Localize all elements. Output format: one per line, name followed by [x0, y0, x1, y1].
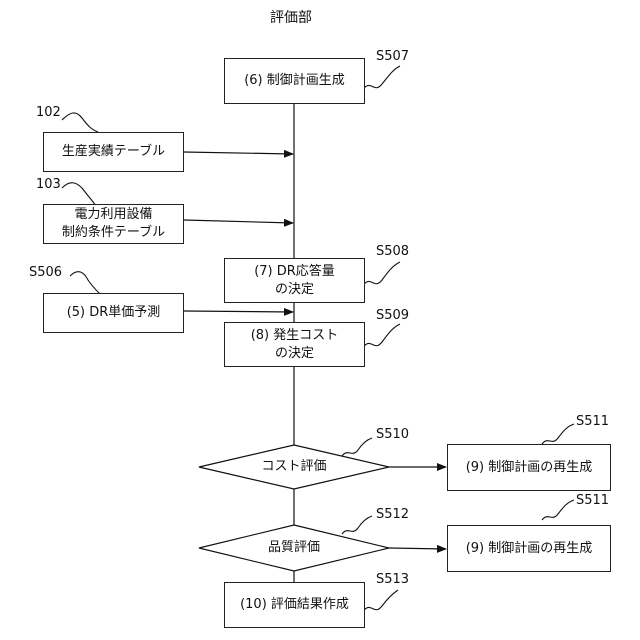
decision-label-s512: 品質評価: [229, 540, 359, 556]
leader-s511b: [542, 500, 574, 520]
process-box-s507-label: (6) 制御計画生成: [244, 72, 345, 90]
arrow-103-to-spine: [184, 220, 293, 223]
leader-s512: [342, 516, 372, 534]
table-box-102-label: 生産実績テーブル: [62, 143, 165, 161]
leader-103: [62, 183, 96, 206]
process-box-s511-lower-label: (9) 制御計画の再生成: [466, 540, 593, 558]
leader-s509: [364, 324, 400, 346]
table-box-102: 生産実績テーブル: [43, 132, 184, 172]
ref-label-s508: S508: [376, 245, 409, 259]
arrow-s506-to-spine: [184, 311, 293, 312]
process-box-s511-upper: (9) 制御計画の再生成: [447, 444, 611, 491]
ref-label-102: 102: [36, 106, 61, 120]
leader-s510: [342, 438, 372, 456]
ref-label-s512: S512: [376, 508, 409, 522]
decision-label-s510: コスト評価: [229, 459, 359, 475]
process-box-s508-label: (7) DR応答量 の決定: [254, 263, 335, 299]
leader-102: [62, 113, 98, 132]
leader-s513: [364, 590, 398, 610]
ref-label-s507: S507: [376, 50, 409, 64]
process-box-s509: (8) 発生コスト の決定: [224, 322, 365, 367]
ref-label-s509: S509: [376, 309, 409, 323]
arrow-102-to-spine: [184, 152, 293, 154]
ref-label-s511-lower: S511: [576, 494, 609, 508]
leader-s508: [364, 262, 400, 284]
process-box-s509-label: (8) 発生コスト の決定: [251, 327, 339, 363]
ref-label-s513: S513: [376, 573, 409, 587]
diagram-title: 評価部: [270, 10, 312, 26]
process-box-s506-label: (5) DR単価予測: [67, 304, 161, 322]
table-box-103: 電力利用設備 制約条件テーブル: [43, 204, 184, 244]
process-box-s506: (5) DR単価予測: [43, 293, 184, 333]
arrow-s512-to-s511: [389, 548, 446, 549]
leader-s511a: [542, 424, 574, 444]
leader-s506: [70, 272, 100, 294]
ref-label-103: 103: [36, 178, 61, 192]
ref-label-s511-upper: S511: [576, 415, 609, 429]
ref-label-s510: S510: [376, 428, 409, 442]
process-box-s508: (7) DR応答量 の決定: [224, 258, 365, 303]
process-box-s513-label: (10) 評価結果作成: [240, 596, 349, 614]
table-box-103-label: 電力利用設備 制約条件テーブル: [62, 206, 165, 242]
leader-s507: [364, 66, 400, 88]
ref-label-s506: S506: [29, 266, 62, 280]
process-box-s511-lower: (9) 制御計画の再生成: [447, 525, 611, 572]
process-box-s511-upper-label: (9) 制御計画の再生成: [466, 459, 593, 477]
process-box-s513: (10) 評価結果作成: [224, 582, 365, 628]
process-box-s507: (6) 制御計画生成: [224, 58, 365, 104]
